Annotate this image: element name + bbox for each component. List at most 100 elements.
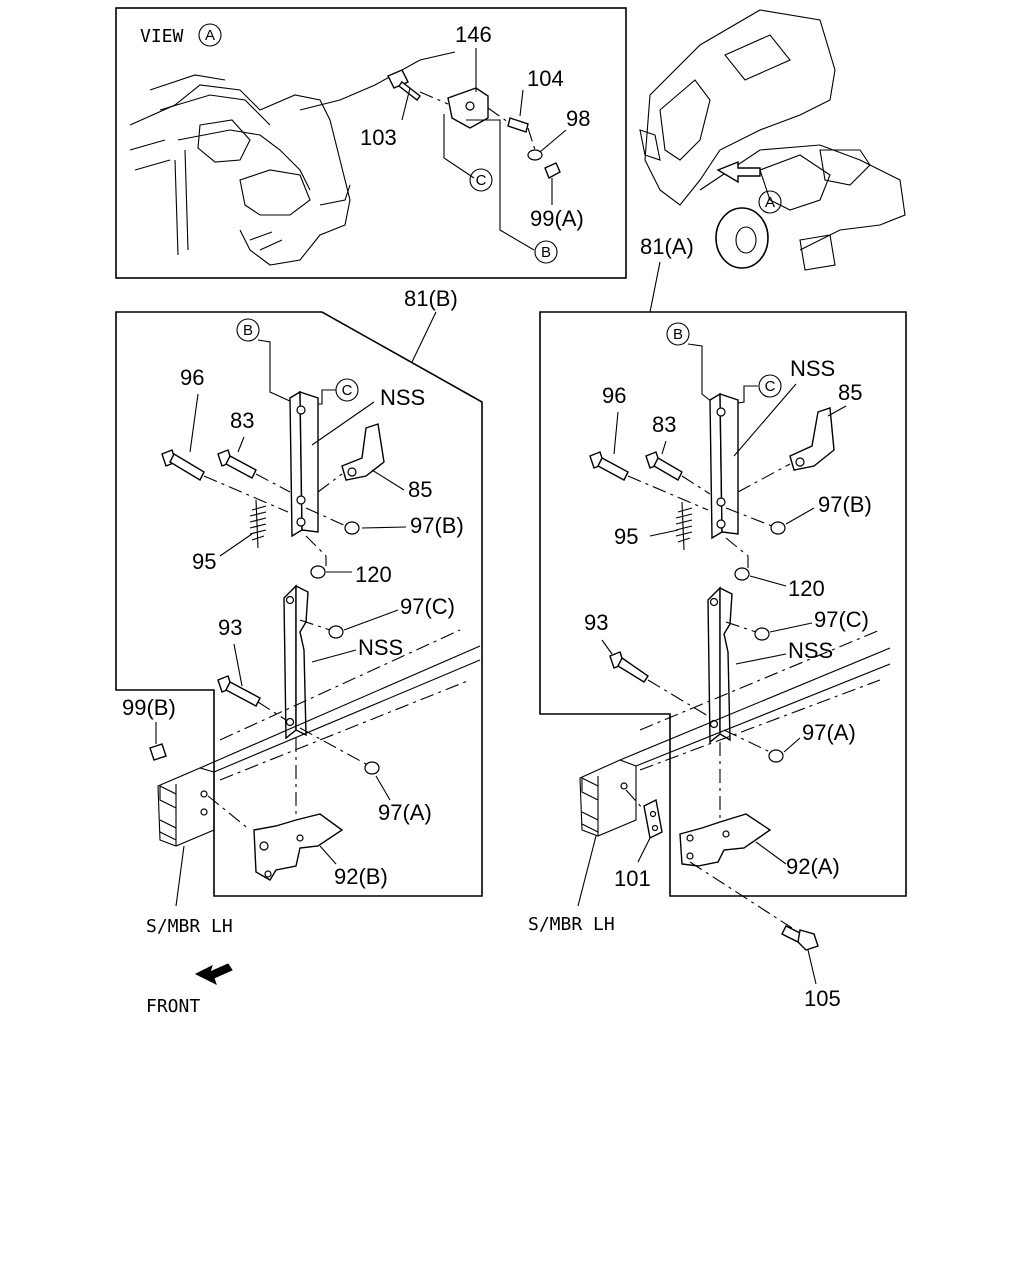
lower-link-81b [283,584,309,740]
label-95-81b: 95 [192,549,216,574]
part-97c-washer-81b [328,625,344,639]
label-81a: 81(A) [640,234,694,259]
side-member-81a [579,629,891,837]
label-97a-81a: 97(A) [802,720,856,745]
part-92a-bracket [679,813,772,867]
part-105-bolt: 105 [689,861,841,1011]
part-96-bolt-81b [161,449,205,481]
lower-link-81a [707,586,733,744]
upper-link-81b [289,390,319,538]
view-a-frame [115,7,627,279]
truck-callout-a: A [758,190,782,214]
label-85-81b: 85 [408,477,432,502]
truck-wheel [715,207,769,269]
label-83-81b: 83 [230,408,254,433]
label-99a: 99(A) [530,206,584,231]
part-97c-washer-81a [754,627,770,641]
part-83-bolt-81b [217,449,257,479]
part-95-spring-81b [249,499,267,549]
part-103-bolt [387,69,421,101]
part-120-washer-81b [310,565,326,579]
svg-text:B: B [673,326,683,343]
svg-text:B: B [243,322,253,339]
part-99b-nut [149,743,167,761]
panel-81a-callout-c: C [758,374,782,398]
label-96-81b: 96 [180,365,204,390]
front-indicator: FRONT [146,963,233,1017]
label-97b-81a: 97(B) [818,492,872,517]
panel-81a-frame [539,311,907,897]
svg-text:B: B [541,244,551,261]
part-93-bolt-81a [609,651,649,683]
front-arrow-icon [194,963,233,985]
label-nss-upper-81a: NSS [790,356,835,381]
label-93-81b: 93 [218,615,242,640]
label-105: 105 [804,986,841,1011]
label-97c-81a: 97(C) [814,607,869,632]
part-101-plate [643,798,663,840]
part-92b-bracket [253,813,344,881]
svg-text:C: C [476,172,487,189]
panel-81b-frame [115,311,483,897]
panel-81b: 81(B) B C NSS 85 [115,286,483,937]
part-85-bracket-81a [789,407,835,471]
label-103: 103 [360,125,397,150]
front-label: FRONT [146,996,200,1017]
label-97a-81b: 97(A) [378,800,432,825]
label-nss-upper-81b: NSS [380,385,425,410]
label-nss-lower-81b: NSS [358,635,403,660]
part-104-bolt [507,117,529,133]
label-smbr-lh-81b: S/MBR LH [146,916,233,937]
label-95-81a: 95 [614,524,638,549]
view-direction-arrow [716,160,761,184]
label-97c-81b: 97(C) [400,594,455,619]
svg-text:C: C [342,382,353,399]
svg-text:C: C [765,378,776,395]
label-92b: 92(B) [334,864,388,889]
part-93-bolt-81b [217,675,261,707]
label-104: 104 [527,66,564,91]
label-nss-lower-81a: NSS [788,638,833,663]
view-a-inset: VIEW A [115,7,627,279]
view-a-label: VIEW [140,26,184,47]
panel-81a: 81(A) B C NSS 85 [528,234,907,935]
label-120-81a: 120 [788,576,825,601]
label-99b: 99(B) [122,695,176,720]
part-97a-washer-81b [364,761,380,775]
panel-81b-callout-c: C [335,378,359,402]
label-93-81a: 93 [584,610,608,635]
part-120-washer-81a [734,567,750,581]
part-96-bolt-81a [589,451,629,481]
part-146-bracket [447,60,489,129]
label-96-81a: 96 [602,383,626,408]
label-97b-81b: 97(B) [410,513,464,538]
label-98: 98 [566,106,590,131]
svg-text:A: A [205,27,215,44]
part-97b-washer-81b [344,521,360,535]
label-81b: 81(B) [404,286,458,311]
upper-link-81a [709,392,739,540]
panel-81a-callout-b: B [666,322,690,346]
view-a-callout-a: A [198,23,222,47]
panel-81b-callout-b: B [236,318,260,342]
part-97a-washer-81a [768,749,784,763]
label-smbr-lh-81a: S/MBR LH [528,914,615,935]
part-95-spring-81a [675,501,693,551]
part-98-washer [527,149,543,161]
label-92a: 92(A) [786,854,840,879]
part-97b-washer-81a [770,521,786,535]
label-120-81b: 120 [355,562,392,587]
view-a-callout-b: B [534,240,558,264]
view-a-callout-c: C [469,168,493,192]
label-85-81a: 85 [838,380,862,405]
label-101: 101 [614,866,651,891]
part-99a-nut [544,162,561,179]
view-a-engine-sketch [129,51,456,266]
label-83-81a: 83 [652,412,676,437]
svg-text:A: A [765,194,775,211]
truck-sketch: A [639,9,906,271]
part-83-bolt-81a [645,451,683,481]
side-member-81b [157,629,481,847]
label-146: 146 [455,22,492,47]
